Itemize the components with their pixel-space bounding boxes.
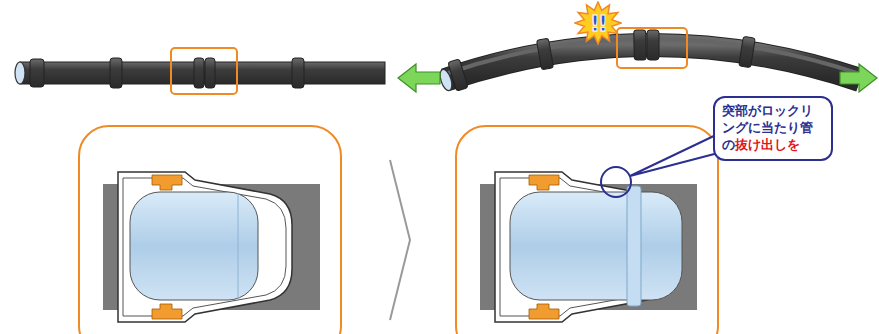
alert-burst: !! <box>574 1 622 45</box>
joint-section <box>480 172 697 322</box>
callout-label: 抜け出しを <box>735 137 800 152</box>
joint-section <box>103 172 320 322</box>
pull-arrow <box>840 64 877 92</box>
bent-pipe <box>438 30 860 92</box>
pull-arrow <box>398 64 440 92</box>
callout-box: 突部がロックリングに当たり管の抜け出しを <box>713 96 833 161</box>
contact-circle <box>601 167 631 197</box>
next-chevron <box>390 160 410 320</box>
highlight-box <box>617 28 687 68</box>
highlight-box <box>171 48 237 94</box>
alert-mark: !! <box>590 11 606 36</box>
detail-panel <box>79 126 341 334</box>
straight-pipe <box>15 58 385 88</box>
callout-pointer <box>630 134 722 176</box>
callout-text: 突部がロックリングに当たり管の抜け出しを <box>722 103 824 154</box>
